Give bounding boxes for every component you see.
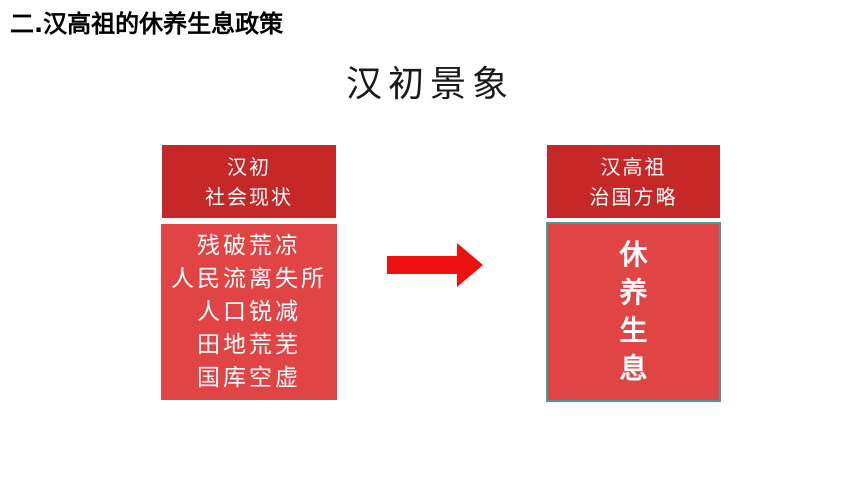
- policy-char: 生: [619, 314, 648, 347]
- list-item: 人口锐减: [197, 298, 301, 325]
- section-heading: 二.汉高祖的休养生息政策: [10, 10, 284, 38]
- arrow-shape: [387, 243, 483, 287]
- policy-box: 休 养 生 息: [546, 222, 721, 402]
- slide-title: 汉初景象: [345, 64, 514, 105]
- policy-char: 息: [619, 352, 648, 385]
- policy-char: 休: [619, 238, 648, 271]
- governance-strategy-header: 汉高祖 治国方略: [547, 145, 720, 218]
- header-line: 汉高祖: [600, 154, 667, 179]
- header-line: 汉初: [227, 154, 271, 179]
- header-line: 治国方略: [589, 184, 678, 209]
- header-line: 社会现状: [205, 184, 293, 209]
- list-item: 残破荒凉: [197, 232, 301, 259]
- list-item: 国库空虚: [197, 364, 301, 391]
- arrow-right-icon: [387, 243, 483, 287]
- policy-char: 养: [619, 276, 648, 309]
- list-item: 田地荒芜: [197, 331, 301, 358]
- list-item: 人民流离失所: [171, 265, 327, 292]
- social-status-list: 残破荒凉 人民流离失所 人口锐减 田地荒芜 国库空虚: [161, 224, 337, 400]
- social-status-header: 汉初 社会现状: [162, 145, 336, 218]
